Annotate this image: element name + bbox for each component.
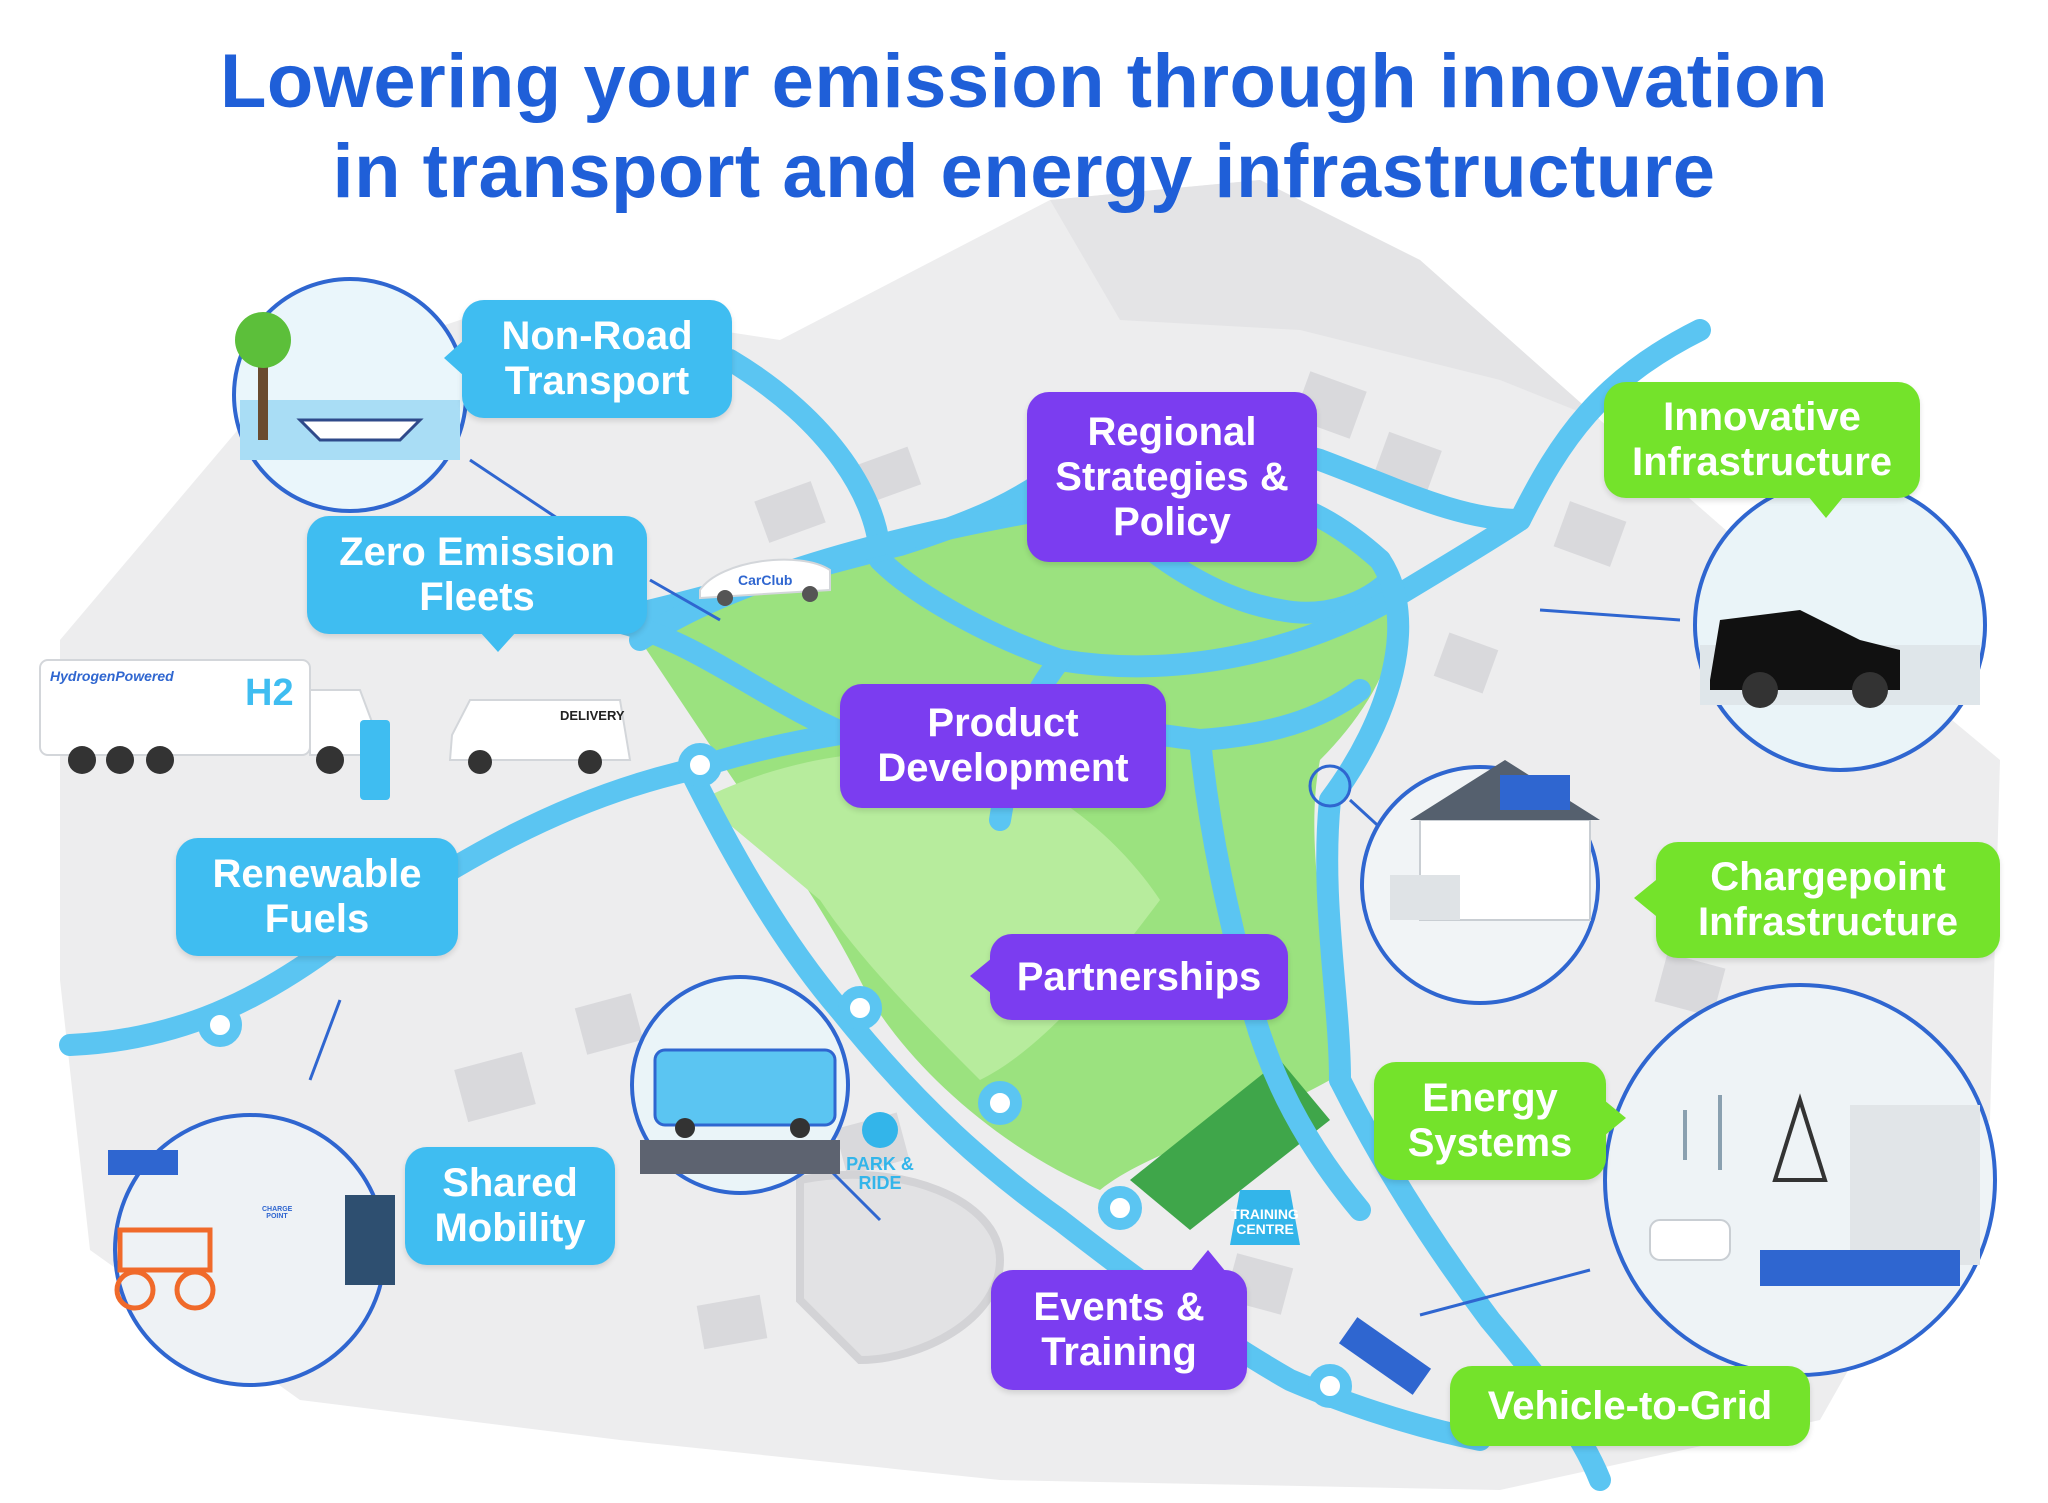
label-line: Regional [1087, 409, 1257, 454]
label-line: Systems [1407, 1121, 1573, 1165]
vignette-shared-mobility [108, 1113, 395, 1387]
buildings [454, 371, 1726, 1350]
car-club-text: CarClub [738, 572, 793, 588]
hydrogen-truck [39, 659, 390, 800]
h2-text: H2 [245, 672, 294, 714]
label-line: Partnerships [1016, 954, 1262, 999]
label-line: Policy [1113, 499, 1231, 544]
label-line: Mobility [434, 1206, 586, 1250]
label-vehicle-to-grid: Vehicle-to-Grid [1450, 1366, 1810, 1446]
tail-events [1190, 1250, 1226, 1272]
tail-partnerships [970, 958, 992, 994]
training-centre-label: TRAINING CENTRE [1222, 1207, 1308, 1237]
delivery-text: DELIVERY [560, 708, 625, 723]
label-line: Events & [1033, 1285, 1205, 1329]
tail-innovative [1808, 496, 1844, 518]
label-line: Product [927, 701, 1079, 745]
park-ride-sign [862, 1112, 898, 1148]
charge-point-text: CHARGE POINT [262, 1206, 293, 1220]
label-line: Transport [504, 359, 690, 403]
vignette-taxi [1693, 478, 1987, 772]
map-text-line: RIDE [858, 1173, 902, 1193]
vignette-bus [630, 975, 850, 1195]
label-line: Infrastructure [1697, 900, 1959, 944]
car-park [796, 1170, 1005, 1365]
label-line: Development [877, 746, 1129, 790]
tail-non-road [444, 340, 464, 376]
map-text-line: CENTRE [1236, 1221, 1294, 1237]
label-line: Fleets [419, 575, 535, 619]
label-line: Innovative [1663, 395, 1861, 439]
roundabouts [198, 743, 1352, 1408]
label-line: Fuels [264, 897, 370, 941]
vignette-chargepoint [1360, 760, 1600, 1005]
map-text-line: TRAINING [1231, 1206, 1299, 1222]
tail-zero-emission [480, 632, 516, 652]
label-line: Shared [442, 1161, 578, 1205]
page-title-line-2: in transport and energy infrastructure [332, 129, 1716, 214]
label-partnerships: Partnerships [990, 934, 1288, 1020]
training-centre-sign [1230, 1190, 1300, 1245]
car-club-car [699, 558, 831, 606]
park-ride-label: PARK & RIDE [840, 1155, 920, 1193]
label-line: Renewable [212, 852, 422, 896]
hydrogen-text: HydrogenPowered [50, 668, 174, 684]
label-events-training: Events &Training [991, 1270, 1247, 1390]
map-text-line: PARK & [846, 1154, 914, 1174]
label-line: Training [1041, 1330, 1197, 1374]
hill-shadow [1050, 180, 1600, 420]
label-line: Zero Emission [339, 530, 615, 574]
tail-energy [1604, 1100, 1626, 1136]
solar-panel [1338, 1317, 1432, 1395]
label-line: Energy [1422, 1076, 1558, 1120]
map-focus-ring [1308, 764, 1352, 808]
label-line: Vehicle-to-Grid [1487, 1383, 1773, 1428]
label-line: Strategies & [1055, 454, 1289, 499]
vignette-non-road [232, 277, 468, 513]
tail-chargepoint [1634, 880, 1656, 916]
label-line: Non-Road [501, 314, 693, 358]
label-line: Infrastructure [1631, 440, 1893, 484]
delivery-van [448, 699, 632, 774]
vignette-energy [1603, 983, 1997, 1377]
label-line: Chargepoint [1710, 855, 1946, 899]
page-title-line-1: Lowering your emission through innovatio… [219, 39, 1829, 124]
